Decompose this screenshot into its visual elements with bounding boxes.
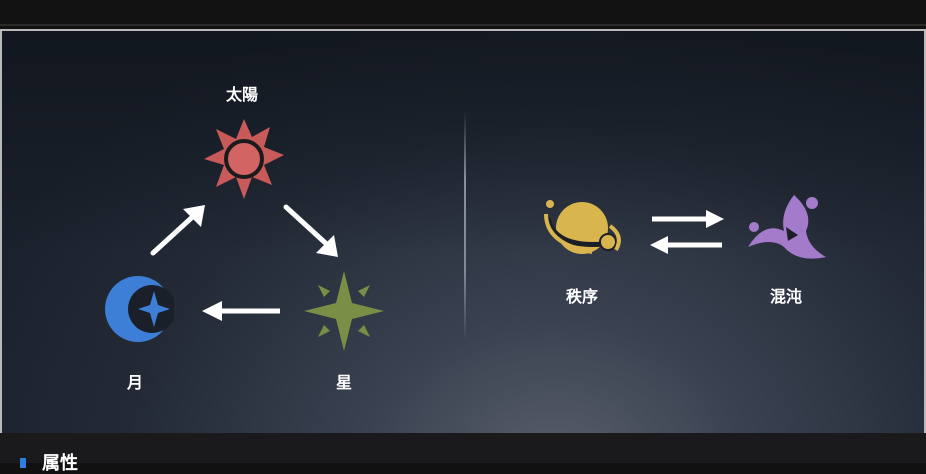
sun-label: 太陽: [225, 85, 258, 104]
moon-label: 月: [126, 373, 143, 392]
chaos-icon: [748, 195, 826, 259]
sun-icon: [204, 119, 284, 199]
star-icon: [304, 271, 384, 351]
star-label: 星: [335, 373, 352, 392]
attribute-relation-panel: 太陽 月 星 秩序: [0, 29, 926, 435]
top-bar: [0, 0, 926, 26]
section-header: 属性: [0, 433, 926, 473]
chaos-label: 混沌: [769, 287, 802, 306]
moon-icon: [105, 276, 174, 342]
section-title: 属性: [42, 453, 78, 474]
arrow-sun-to-star: [283, 204, 338, 257]
order-icon: [544, 200, 621, 254]
section-divider: [464, 111, 466, 341]
arrow-moon-to-sun: [150, 205, 205, 256]
section-accent-bar: [20, 458, 26, 468]
bidirectional-arrows: [650, 210, 724, 254]
arrow-star-to-moon: [202, 301, 280, 321]
order-label: 秩序: [565, 287, 598, 306]
